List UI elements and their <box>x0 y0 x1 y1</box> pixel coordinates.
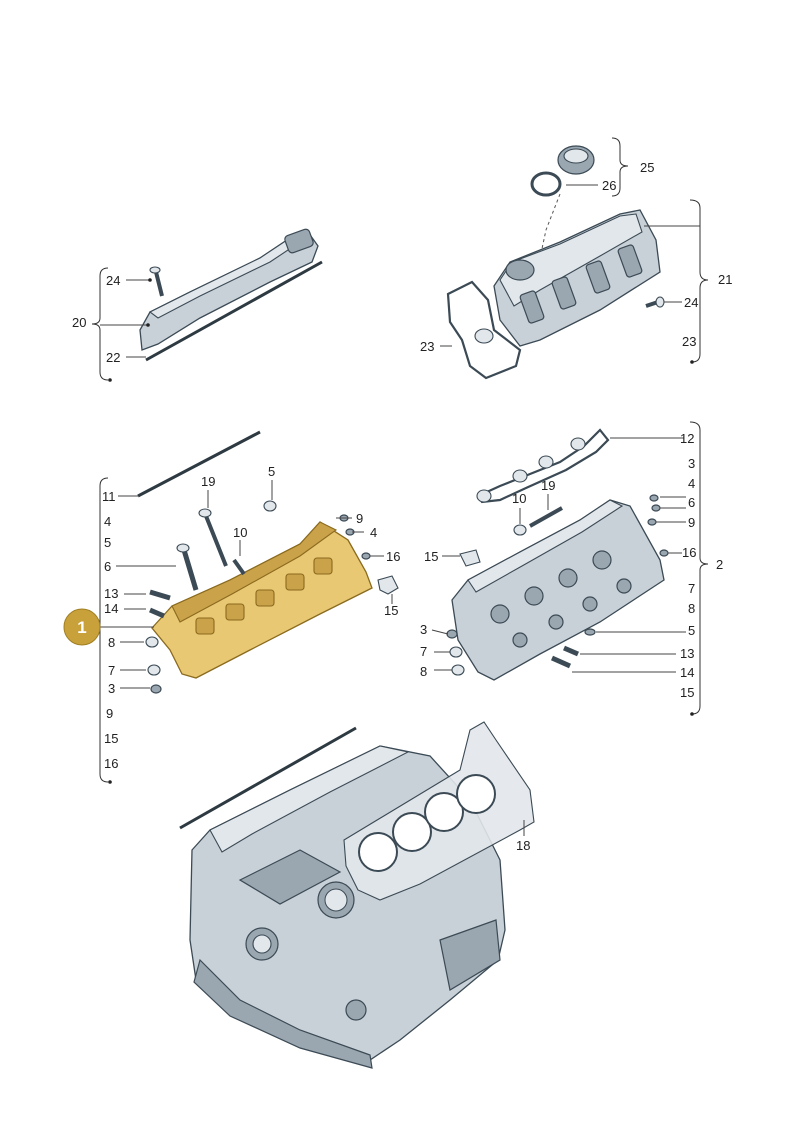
valve-cover-right-assembly: 25 26 21 24 23 23 <box>420 137 732 380</box>
label-24-left-cover: 24 <box>106 273 120 288</box>
label-12: 12 <box>680 431 694 446</box>
label-16-left-head: 16 <box>386 549 400 564</box>
stud-13-right <box>563 645 579 657</box>
oil-cap-seal-ring <box>530 171 562 197</box>
label-8-right: 8 <box>688 601 695 616</box>
callout-1-label: 1 <box>77 618 86 637</box>
label-25: 25 <box>640 160 654 175</box>
label-15-right-head: 15 <box>424 549 438 564</box>
bolt-24-left <box>154 271 164 297</box>
label-8-right-head: 8 <box>420 664 427 679</box>
label-13-left: 13 <box>104 586 118 601</box>
label-20: 20 <box>72 315 86 330</box>
label-3-right: 3 <box>688 456 695 471</box>
head-bolt-19-right <box>529 506 563 528</box>
label-5-left-head: 5 <box>268 464 275 479</box>
label-13-right: 13 <box>680 646 694 661</box>
label-10-right-head: 10 <box>512 491 526 506</box>
cylinder-head-right-assembly: 12 3 4 6 9 16 2 7 8 5 13 14 15 10 19 15 … <box>420 421 723 716</box>
bracket-20 <box>91 267 109 381</box>
label-8-left: 8 <box>108 635 115 650</box>
valve-cover-left-cap <box>284 228 314 254</box>
plug-3-left <box>150 684 162 694</box>
label-24-right-cover: 24 <box>684 295 698 310</box>
label-21: 21 <box>718 272 732 287</box>
bracket-2 <box>689 421 709 715</box>
label-10-left-head: 10 <box>233 525 247 540</box>
label-11: 11 <box>102 489 116 504</box>
label-23-gasket: 23 <box>420 339 434 354</box>
guide-rail-11 <box>137 430 261 498</box>
label-4-right: 4 <box>688 476 695 491</box>
label-7-right-head: 7 <box>420 644 427 659</box>
bracket-21 <box>689 199 709 363</box>
stud-13-left <box>149 589 171 601</box>
gasket-bore-1 <box>358 832 398 872</box>
guide-rail-block <box>179 726 357 830</box>
label-7-right: 7 <box>688 581 695 596</box>
label-4-left-head: 4 <box>370 525 377 540</box>
valve-cover-left-gasket <box>145 260 323 362</box>
bolt-24-left-head <box>149 266 161 274</box>
gasket-bore-3 <box>424 792 464 832</box>
label-26: 26 <box>602 178 616 193</box>
label-6-right: 6 <box>688 495 695 510</box>
label-15-right: 15 <box>680 685 694 700</box>
bracket-15-left <box>377 575 399 595</box>
label-2: 2 <box>716 557 723 572</box>
head-bolt-19-left <box>204 515 228 567</box>
label-14-right: 14 <box>680 665 694 680</box>
gasket-bore-2 <box>392 812 432 852</box>
label-3-left: 3 <box>108 681 115 696</box>
label-6-left: 6 <box>104 559 111 574</box>
label-16-right: 16 <box>682 545 696 560</box>
stud-14-left <box>149 607 165 619</box>
label-4-left: 4 <box>104 514 111 529</box>
label-9-left: 9 <box>106 706 113 721</box>
callout-1-marker[interactable]: 1 <box>63 608 154 646</box>
plug-8-left <box>145 636 159 648</box>
seal-5-left <box>263 500 277 512</box>
label-18: 18 <box>516 838 530 853</box>
label-5-left: 5 <box>104 535 111 550</box>
cylinder-head-right <box>451 499 665 681</box>
label-7-left: 7 <box>108 663 115 678</box>
plug-7-left <box>147 664 161 676</box>
stud-14-right <box>550 655 572 669</box>
label-23-bracket: 23 <box>682 334 696 349</box>
valve-cover-left-assembly: 24 20 22 <box>72 228 323 382</box>
engine-block-assembly: 18 <box>179 721 535 1069</box>
bracket-15-right <box>459 549 481 567</box>
label-19-right-head: 19 <box>541 478 555 493</box>
label-15-left: 15 <box>104 731 118 746</box>
label-3-right-head: 3 <box>420 622 427 637</box>
label-9-left-head: 9 <box>356 511 363 526</box>
gasket-bore-4 <box>456 774 496 814</box>
label-15-left-head: 15 <box>384 603 398 618</box>
label-5-right: 5 <box>688 623 695 638</box>
label-14-left: 14 <box>104 601 118 616</box>
label-22: 22 <box>106 350 120 365</box>
bracket-25 <box>611 137 629 197</box>
label-16-left: 16 <box>104 756 118 771</box>
valve-cover-right-gasket <box>446 280 522 380</box>
label-19-left-head: 19 <box>201 474 215 489</box>
cylinder-head-left-assembly: 11 4 5 6 13 14 8 7 3 9 15 16 19 10 5 9 4… <box>99 430 400 784</box>
head-bolt-6-left <box>181 549 199 591</box>
pin-10-left <box>232 558 246 576</box>
label-9-right: 9 <box>688 515 695 530</box>
